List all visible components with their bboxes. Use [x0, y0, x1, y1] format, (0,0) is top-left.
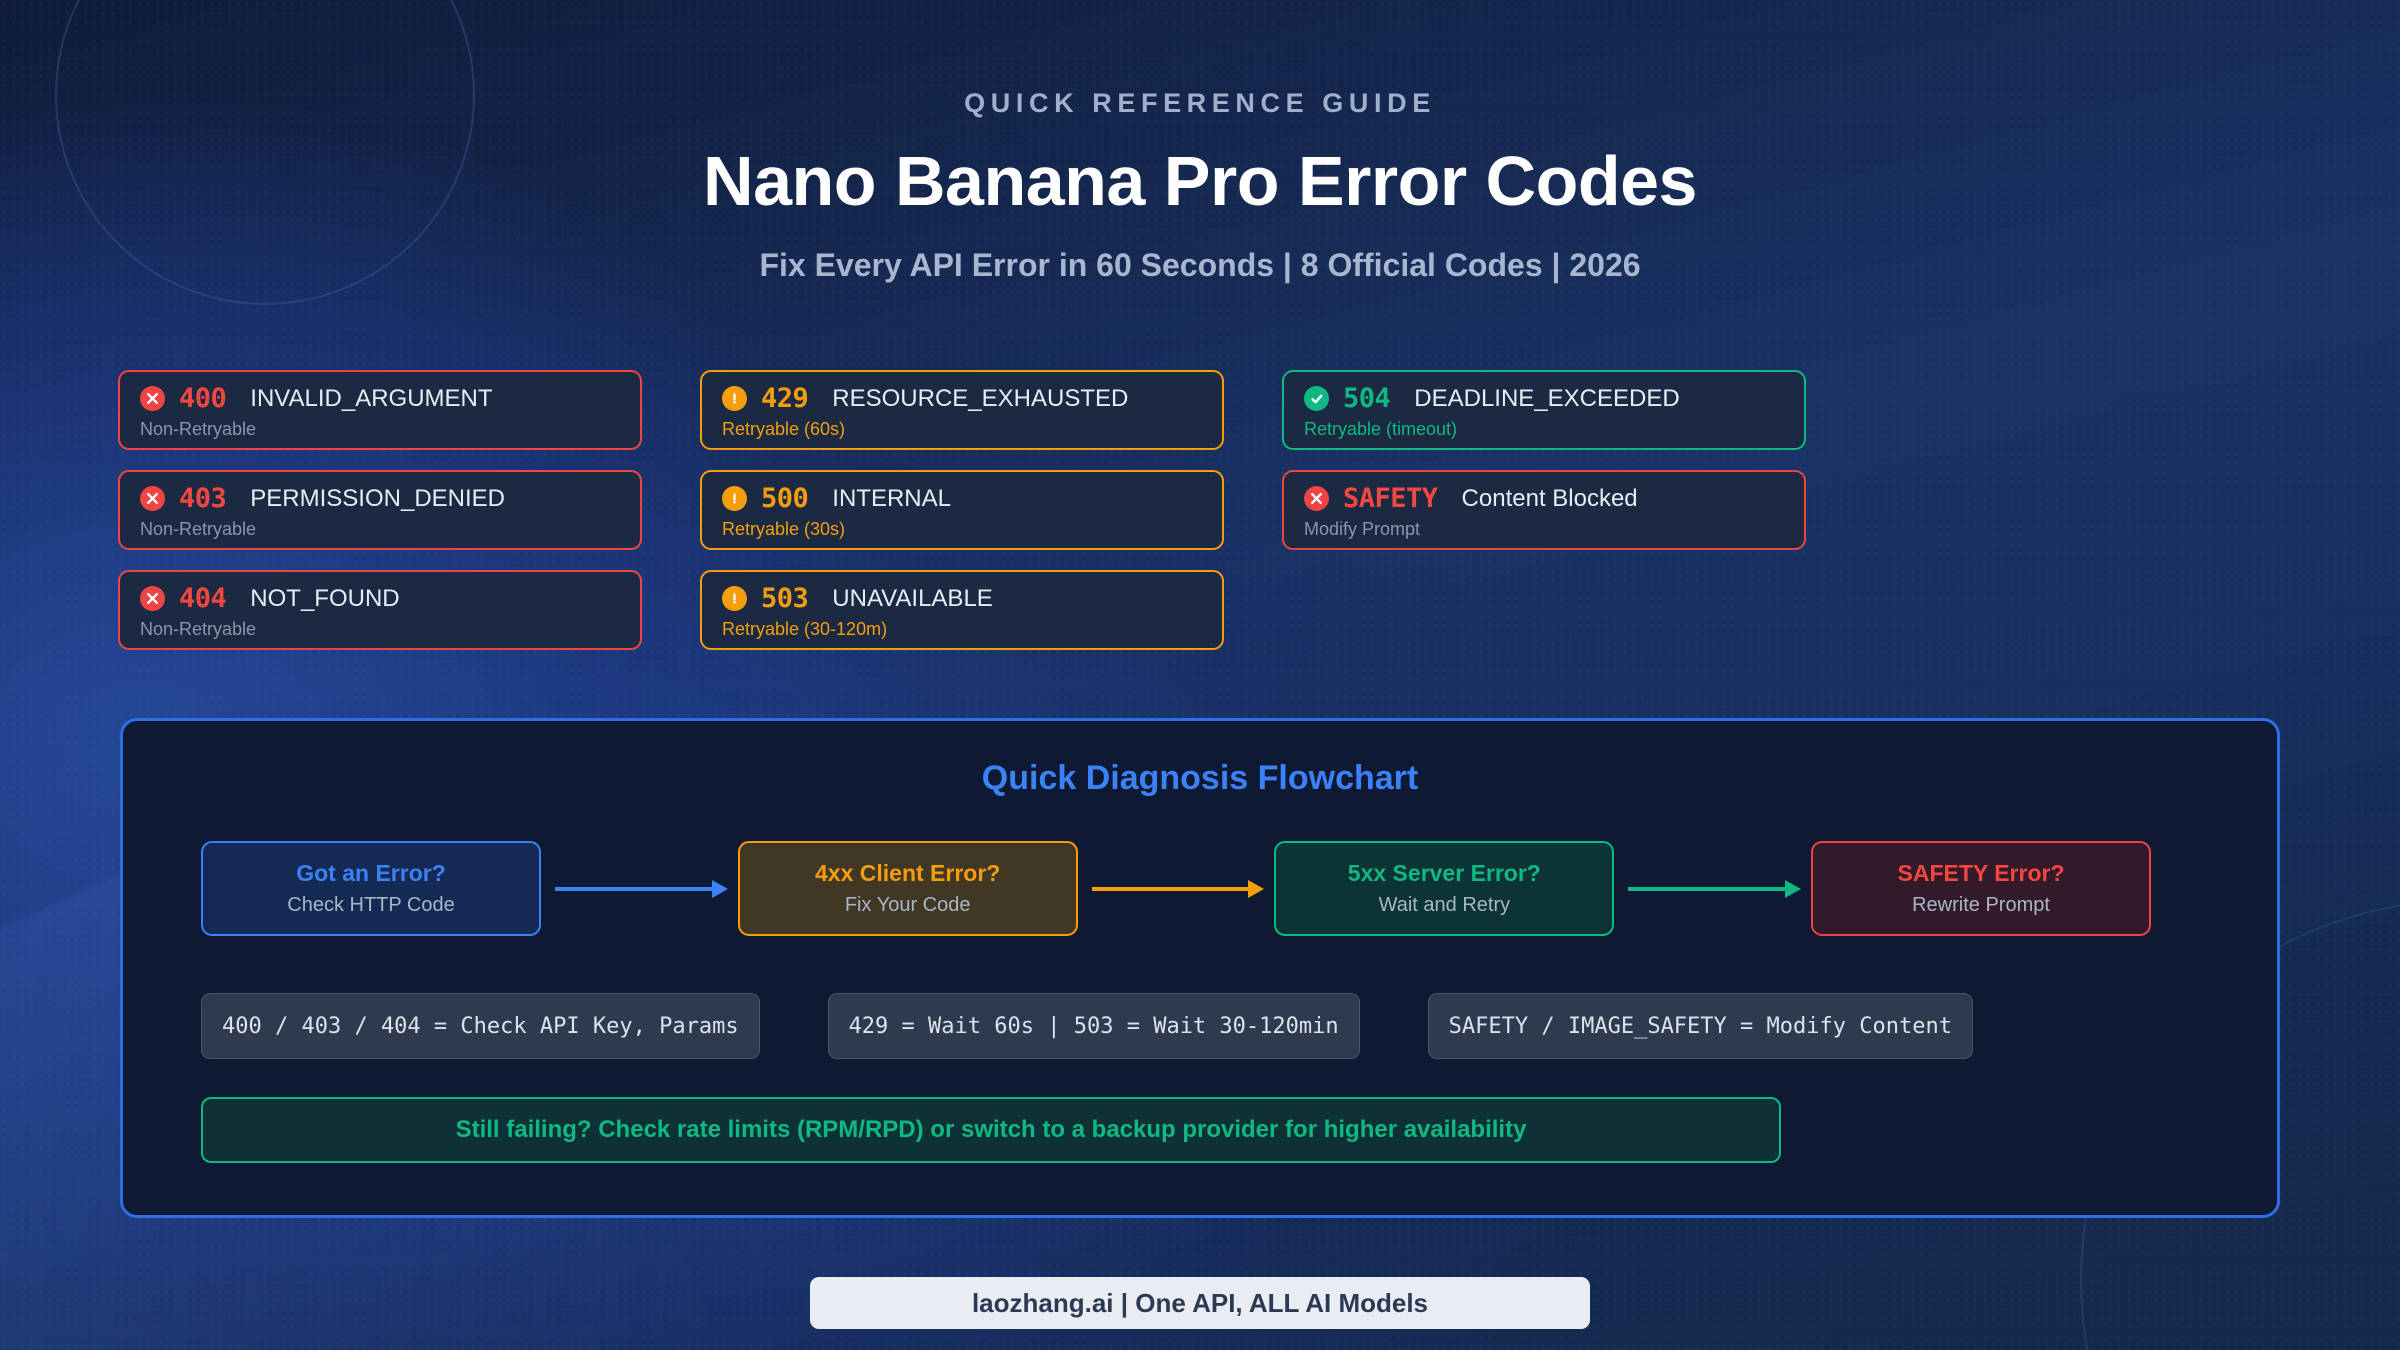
exclamation-circle-icon — [722, 586, 747, 611]
flow-arrow — [549, 879, 730, 899]
error-code-note: Non-Retryable — [140, 419, 257, 439]
rule-box-row: 400 / 403 / 404 = Check API Key, Params 4… — [201, 993, 2191, 1059]
flowchart-node[interactable]: 5xx Server Error? Wait and Retry — [1274, 841, 1615, 936]
page-subtitle: Fix Every API Error in 60 Seconds | 8 Of… — [759, 247, 1641, 283]
rule-box: 400 / 403 / 404 = Check API Key, Params — [201, 993, 760, 1059]
error-code-note: Non-Retryable — [140, 519, 257, 539]
error-code-card[interactable]: 500 INTERNAL Retryable (30s) — [700, 470, 1224, 550]
error-code-name: NOT_FOUND — [250, 584, 400, 612]
flowchart-panel: Quick Diagnosis Flowchart Got an Error? C… — [120, 718, 2280, 1218]
error-code-note: Modify Prompt — [1304, 519, 1421, 539]
error-code-value: 504 — [1343, 383, 1391, 414]
flowchart-node[interactable]: 4xx Client Error? Fix Your Code — [737, 841, 1078, 936]
error-code-value: 404 — [179, 583, 227, 614]
flowchart-node-subtitle: Wait and Retry — [1378, 894, 1511, 916]
flowchart-node-row: Got an Error? Check HTTP Code 4xx Client E… — [201, 841, 2152, 936]
flowchart-node-title: Got an Error? — [296, 860, 446, 886]
error-code-card[interactable]: 403 PERMISSION_DENIED Non-Retryable — [118, 470, 642, 550]
x-circle-icon — [140, 386, 165, 411]
error-code-value: 429 — [761, 383, 809, 414]
exclamation-circle-icon — [722, 486, 747, 511]
flowchart-title: Quick Diagnosis Flowchart — [981, 759, 1419, 797]
exclamation-circle-icon — [722, 386, 747, 411]
error-code-headline: 429 RESOURCE_EXHAUSTED — [722, 383, 1200, 414]
error-code-name: RESOURCE_EXHAUSTED — [832, 384, 1129, 412]
error-code-headline: 404 NOT_FOUND — [140, 583, 618, 614]
error-code-value: 403 — [179, 483, 227, 514]
error-code-name: INVALID_ARGUMENT — [250, 384, 493, 412]
flow-arrow — [1622, 879, 1803, 899]
error-code-card[interactable]: 400 INVALID_ARGUMENT Non-Retryable — [118, 370, 642, 450]
error-code-headline: 500 INTERNAL — [722, 483, 1200, 514]
error-code-note: Non-Retryable — [140, 619, 257, 639]
error-code-headline: 403 PERMISSION_DENIED — [140, 483, 618, 514]
error-code-name: PERMISSION_DENIED — [250, 484, 505, 512]
flowchart-node-title: SAFETY Error? — [1897, 860, 2065, 886]
footer-badge: laozhang.ai | One API, ALL AI Models — [810, 1277, 1590, 1329]
error-code-grid: 400 INVALID_ARGUMENT Non-Retryable 429 RESOU… — [118, 370, 2288, 650]
flowchart-node-subtitle: Fix Your Code — [844, 894, 971, 916]
error-code-card[interactable]: 503 UNAVAILABLE Retryable (30-120m) — [700, 570, 1224, 650]
flow-arrow — [1086, 879, 1267, 899]
error-code-name: INTERNAL — [832, 484, 951, 512]
error-code-headline: 503 UNAVAILABLE — [722, 583, 1200, 614]
flowchart-node-subtitle: Check HTTP Code — [287, 894, 455, 916]
x-circle-icon — [1304, 486, 1329, 511]
error-code-value: 500 — [761, 483, 809, 514]
error-code-headline: SAFETY Content Blocked — [1304, 483, 1782, 514]
tip-banner: Still failing? Check rate limits (RPM/RP… — [201, 1097, 1781, 1163]
flowchart-node[interactable]: Got an Error? Check HTTP Code — [201, 841, 541, 936]
error-code-note: Retryable (30s) — [722, 519, 846, 539]
error-code-card[interactable]: 504 DEADLINE_EXCEEDED Retryable (timeout) — [1282, 370, 1806, 450]
flowchart-node-title: 4xx Client Error? — [815, 860, 1001, 886]
error-code-card[interactable]: 404 NOT_FOUND Non-Retryable — [118, 570, 642, 650]
error-code-name: Content Blocked — [1461, 484, 1638, 512]
error-code-headline: 504 DEADLINE_EXCEEDED — [1304, 383, 1782, 414]
error-code-headline: 400 INVALID_ARGUMENT — [140, 383, 618, 414]
flowchart-node-subtitle: Rewrite Prompt — [1912, 894, 2050, 916]
rule-box: 429 = Wait 60s | 503 = Wait 30-120min — [827, 993, 1360, 1059]
rule-box: SAFETY / IMAGE_SAFETY = Modify Content — [1427, 993, 1973, 1059]
error-code-name: UNAVAILABLE — [832, 584, 993, 612]
flowchart-node[interactable]: SAFETY Error? Rewrite Prompt — [1811, 841, 2152, 936]
page-title: Nano Banana Pro Error Codes — [703, 142, 1697, 220]
error-code-value: SAFETY — [1343, 483, 1438, 514]
flowchart-node-title: 5xx Server Error? — [1347, 860, 1541, 886]
kicker-text: QUICK REFERENCE GUIDE — [964, 88, 1436, 118]
x-circle-icon — [140, 586, 165, 611]
error-code-value: 503 — [761, 583, 809, 614]
check-circle-icon — [1304, 386, 1329, 411]
error-code-note: Retryable (timeout) — [1304, 419, 1458, 439]
x-circle-icon — [140, 486, 165, 511]
header: QUICK REFERENCE GUIDE Nano Banana Pro Er… — [0, 88, 2400, 284]
error-code-note: Retryable (60s) — [722, 419, 846, 439]
error-code-card[interactable]: 429 RESOURCE_EXHAUSTED Retryable (60s) — [700, 370, 1224, 450]
error-code-value: 400 — [179, 383, 227, 414]
error-code-name: DEADLINE_EXCEEDED — [1414, 384, 1680, 412]
error-code-note: Retryable (30-120m) — [722, 619, 888, 639]
